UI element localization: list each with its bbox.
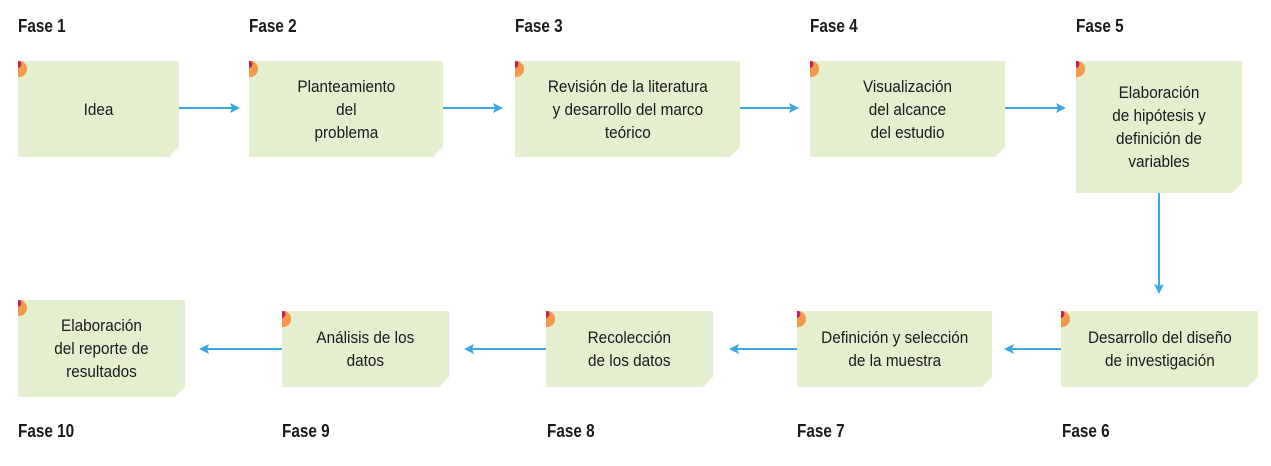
phase-9-text: Análisis de los datos bbox=[316, 328, 415, 370]
phase-5-text: Elaboración de hipótesis y definición de… bbox=[1112, 83, 1206, 171]
phase-2-box: Planteamiento del problema bbox=[249, 61, 443, 157]
phase-5-label: Fase 5 bbox=[1076, 16, 1124, 36]
phase-6-box: Desarrollo del diseño de investigación bbox=[1061, 311, 1258, 387]
phase-3-label: Fase 3 bbox=[515, 16, 563, 36]
phase-8-box: Recolección de los datos bbox=[546, 311, 713, 387]
phase-10-label: Fase 10 bbox=[18, 421, 75, 441]
corner-ornament bbox=[810, 61, 820, 78]
corner-ornament bbox=[546, 311, 556, 328]
phase-4-label: Fase 4 bbox=[810, 16, 858, 36]
phase-6-text: Desarrollo del diseño de investigación bbox=[1087, 328, 1232, 370]
phase-1-label: Fase 1 bbox=[18, 16, 66, 36]
phase-4-box: Visualización del alcance del estudio bbox=[810, 61, 1005, 157]
phase-3-text: Revisión de la literatura y desarrollo d… bbox=[547, 76, 708, 142]
phase-10-text: Elaboración del reporte de resultados bbox=[54, 316, 149, 381]
phase-10-box: Elaboración del reporte de resultados bbox=[18, 300, 185, 397]
phase-3-box: Revisión de la literatura y desarrollo d… bbox=[515, 61, 740, 157]
corner-ornament bbox=[797, 311, 807, 328]
phase-7-label: Fase 7 bbox=[797, 421, 845, 441]
corner-ornament bbox=[249, 61, 259, 78]
phase-9-box: Análisis de los datos bbox=[282, 311, 449, 387]
phase-6-label: Fase 6 bbox=[1062, 421, 1110, 441]
phase-9-label: Fase 9 bbox=[282, 421, 330, 441]
phase-7-text: Definición y selección de la muestra bbox=[820, 328, 969, 370]
phase-2-text: Planteamiento del problema bbox=[297, 76, 395, 142]
corner-ornament bbox=[515, 61, 525, 78]
phase-7-box: Definición y selección de la muestra bbox=[797, 311, 992, 387]
phase-8-label: Fase 8 bbox=[547, 421, 595, 441]
corner-ornament bbox=[18, 61, 28, 78]
phase-1-text: Idea bbox=[83, 99, 114, 119]
phase-5-box: Elaboración de hipótesis y definición de… bbox=[1076, 61, 1242, 193]
phase-4-text: Visualización del alcance del estudio bbox=[862, 76, 953, 142]
phase-1-box: Idea bbox=[18, 61, 179, 157]
corner-ornament bbox=[1076, 61, 1086, 78]
corner-ornament bbox=[18, 300, 28, 317]
corner-ornament bbox=[282, 311, 292, 328]
corner-ornament bbox=[1061, 311, 1071, 328]
phase-2-label: Fase 2 bbox=[249, 16, 297, 36]
phase-8-text: Recolección de los datos bbox=[587, 328, 672, 370]
